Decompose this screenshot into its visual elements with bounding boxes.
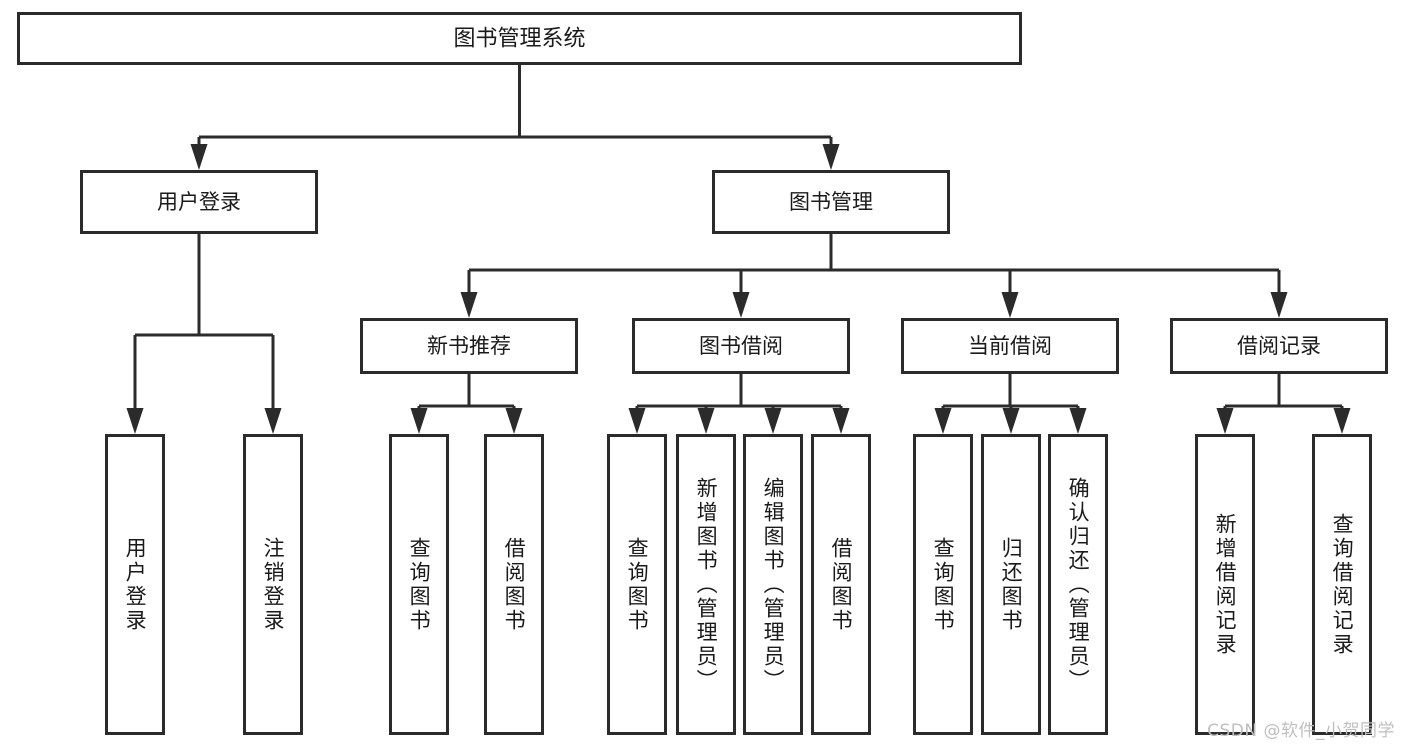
node-box-user-login-do[interactable] bbox=[105, 434, 165, 735]
edge-book-manage-to-borrow-record-arrowhead bbox=[1270, 292, 1288, 318]
edge-book-manage-to-book-borrow-arrowhead bbox=[732, 292, 750, 318]
edge-book-borrow-to-bb-edit-book-arrowhead bbox=[764, 408, 782, 434]
node-box-br-add-record[interactable] bbox=[1195, 434, 1255, 735]
node-box-bb-edit-book[interactable] bbox=[743, 434, 803, 735]
node-label-current-borrow: 当前借阅 bbox=[968, 334, 1052, 358]
node-label-user-login: 用户登录 bbox=[157, 190, 241, 214]
edge-user-login-to-user-logout-arrowhead bbox=[264, 408, 282, 434]
node-box-new-book-recommend[interactable] bbox=[360, 318, 578, 374]
node-box-nbr-query-book[interactable] bbox=[389, 434, 449, 735]
edge-borrow-record-to-br-add-record-arrowhead bbox=[1216, 408, 1234, 434]
node-box-user-logout[interactable] bbox=[243, 434, 303, 735]
node-box-cb-return-book[interactable] bbox=[981, 434, 1041, 735]
edge-new-book-recommend-to-nbr-query-book-arrowhead bbox=[410, 408, 428, 434]
node-box-current-borrow[interactable] bbox=[901, 318, 1119, 374]
node-box-borrow-record[interactable] bbox=[1170, 318, 1388, 374]
node-box-layer bbox=[17, 12, 1388, 735]
node-label-new-book-recommend: 新书推荐 bbox=[427, 334, 511, 358]
node-label-borrow-record: 借阅记录 bbox=[1237, 334, 1321, 358]
edge-current-borrow-to-cb-return-book-arrowhead bbox=[1002, 408, 1020, 434]
edge-book-manage-to-current-borrow-arrowhead bbox=[1001, 292, 1019, 318]
edge-current-borrow-to-cb-confirm-return-arrowhead bbox=[1069, 408, 1087, 434]
node-label-book-manage: 图书管理 bbox=[789, 190, 873, 214]
node-box-user-login[interactable] bbox=[80, 170, 318, 234]
connector-layer bbox=[126, 65, 1351, 434]
node-box-root[interactable] bbox=[17, 12, 1022, 65]
node-box-book-borrow[interactable] bbox=[632, 318, 850, 374]
edge-root-to-user-login-arrowhead bbox=[190, 144, 208, 170]
edge-borrow-record-to-br-query-record-arrowhead bbox=[1333, 408, 1351, 434]
edge-book-borrow-to-bb-borrow-book-arrowhead bbox=[832, 408, 850, 434]
node-box-cb-confirm-return[interactable] bbox=[1048, 434, 1108, 735]
node-box-bb-add-book[interactable] bbox=[676, 434, 736, 735]
edge-new-book-recommend-to-nbr-borrow-book-arrowhead bbox=[505, 408, 523, 434]
edge-book-borrow-to-bb-query-book-arrowhead bbox=[628, 408, 646, 434]
edge-current-borrow-to-cb-query-book-arrowhead bbox=[934, 408, 952, 434]
edge-book-manage-to-new-book-recommend-arrowhead bbox=[460, 292, 478, 318]
edge-root-to-book-manage-arrowhead bbox=[822, 144, 840, 170]
edge-book-borrow-to-bb-add-book-arrowhead bbox=[697, 408, 715, 434]
node-label-root: 图书管理系统 bbox=[453, 27, 585, 52]
watermark-text: CSDN @软件_小贺同学 bbox=[1207, 721, 1395, 741]
node-label-book-borrow: 图书借阅 bbox=[699, 334, 783, 358]
node-box-nbr-borrow-book[interactable] bbox=[484, 434, 544, 735]
node-box-bb-borrow-book[interactable] bbox=[811, 434, 871, 735]
edge-user-login-to-user-login-do-arrowhead bbox=[126, 408, 144, 434]
node-box-book-manage[interactable] bbox=[712, 170, 950, 234]
node-box-bb-query-book[interactable] bbox=[607, 434, 667, 735]
node-box-br-query-record[interactable] bbox=[1312, 434, 1372, 735]
node-box-cb-query-book[interactable] bbox=[913, 434, 973, 735]
